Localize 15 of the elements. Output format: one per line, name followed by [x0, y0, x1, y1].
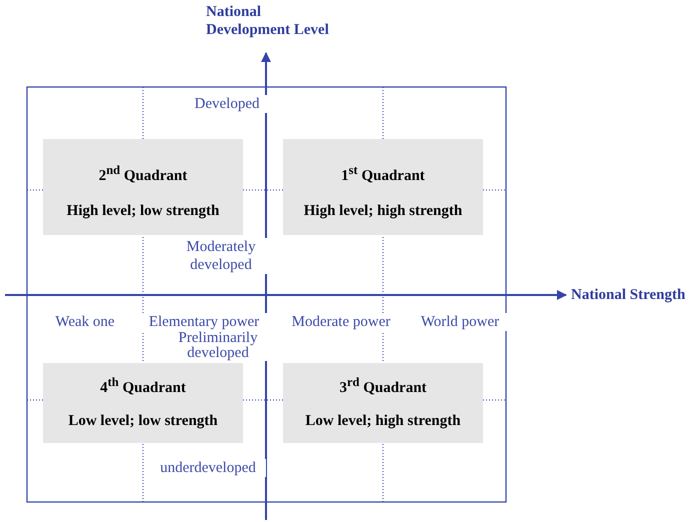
- quadrant-box: [283, 363, 483, 443]
- quadrant-description: High level; low strength: [66, 203, 220, 220]
- quadrant-description: High level; high strength: [302, 203, 464, 220]
- quadrant-title: 2$^{nd}$ Quadrant: [98, 163, 188, 185]
- quadrant-description: Low level; low strength: [67, 413, 219, 430]
- axis-title: National Development Level: [205, 3, 330, 39]
- quadrant-title: 3$^{rd}$ Quadrant: [338, 375, 428, 397]
- quadrant-description: Low level; high strength: [304, 413, 462, 430]
- axis-title: National Strength: [570, 286, 686, 304]
- quadrant-title: 1$^{st}$ Quadrant: [340, 163, 426, 185]
- quadrant-box: [283, 139, 483, 235]
- quadrant-box: [43, 139, 243, 235]
- quadrant-box: [43, 363, 243, 443]
- strength-label: Elementary power: [140, 313, 268, 331]
- quadrant-title: 4$^{th}$ Quadrant: [99, 375, 187, 397]
